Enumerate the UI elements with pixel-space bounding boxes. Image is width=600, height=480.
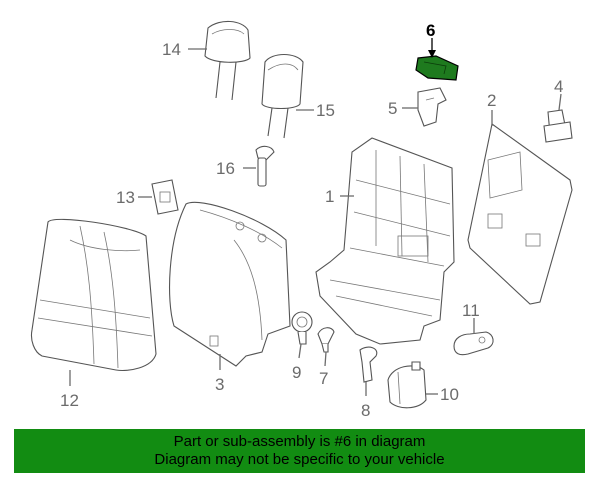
- parts-diagram: 14 15 16 13 12 3: [30, 20, 573, 420]
- callout-13[interactable]: 13: [116, 188, 135, 207]
- callout-5[interactable]: 5: [388, 99, 397, 118]
- callout-3[interactable]: 3: [215, 375, 224, 394]
- callout-6[interactable]: 6: [426, 21, 435, 40]
- callout-16[interactable]: 16: [216, 159, 235, 178]
- back-panel-part-2[interactable]: [467, 123, 573, 305]
- leader-9: [298, 343, 302, 359]
- callout-14[interactable]: 14: [162, 40, 181, 59]
- seat-frame-part-1[interactable]: [315, 137, 455, 345]
- clip-part-4[interactable]: [543, 109, 573, 143]
- cover-part-10[interactable]: [387, 361, 427, 409]
- leader-4: [558, 93, 562, 111]
- knob-part-9[interactable]: [291, 311, 313, 345]
- info-banner: Part or sub-assembly is #6 in diagram Di…: [14, 429, 585, 473]
- latch-part-5[interactable]: [417, 87, 447, 127]
- headrest-part-14[interactable]: [204, 20, 251, 101]
- callout-12[interactable]: 12: [60, 391, 79, 410]
- callout-10[interactable]: 10: [440, 385, 459, 404]
- callout-8[interactable]: 8: [361, 401, 370, 420]
- callout-2[interactable]: 2: [487, 91, 496, 110]
- bracket-part-8[interactable]: [359, 346, 378, 383]
- headrest-part-15[interactable]: [261, 53, 304, 139]
- leader-6-arrowhead: [428, 50, 436, 58]
- banner-line-1: Part or sub-assembly is #6 in diagram: [173, 433, 426, 450]
- seat-pad-part-3[interactable]: [169, 201, 291, 367]
- callout-9[interactable]: 9: [292, 363, 301, 382]
- handle-part-11[interactable]: [453, 331, 494, 356]
- callout-1[interactable]: 1: [325, 187, 334, 206]
- callout-4[interactable]: 4: [554, 77, 563, 96]
- callout-15[interactable]: 15: [316, 101, 335, 120]
- clip-part-7[interactable]: [317, 327, 335, 353]
- banner-line-2: Diagram may not be specific to your vehi…: [154, 451, 445, 468]
- leader-7: [324, 351, 327, 367]
- bracket-part-13[interactable]: [151, 179, 179, 215]
- callout-7[interactable]: 7: [319, 369, 328, 388]
- callout-11[interactable]: 11: [462, 301, 480, 320]
- guide-part-16[interactable]: [255, 145, 275, 187]
- highlighted-part-6[interactable]: [415, 55, 459, 81]
- seat-cover-part-12[interactable]: [30, 218, 157, 372]
